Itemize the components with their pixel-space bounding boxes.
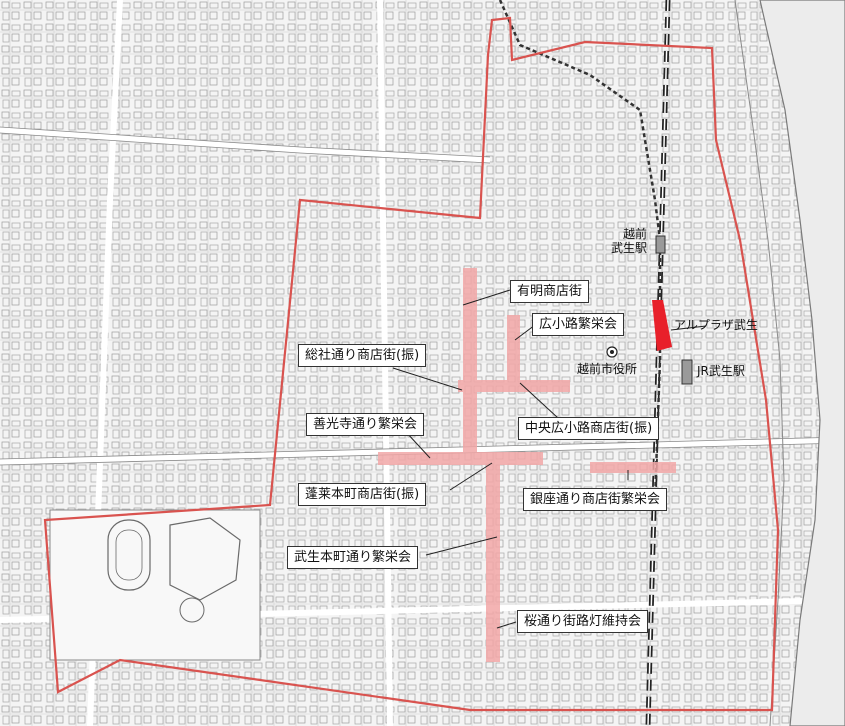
jr-railway-inner <box>647 0 669 726</box>
alplaza-building <box>652 300 672 351</box>
alplaza-name: アルプラザ武生 <box>674 318 758 332</box>
label-ariake-shopping-street: 有明商店街 <box>510 280 590 303</box>
shopping-street-highlights <box>378 268 676 662</box>
label-hirokoji-association: 広小路繁栄会 <box>532 313 625 336</box>
street-sosha <box>458 380 570 392</box>
street-takefu-honmachi <box>486 452 500 662</box>
street-zenkoji-horai <box>378 452 543 465</box>
river <box>759 0 845 726</box>
label-ginza-shopping-street: 銀座通り商店街繁栄会 <box>523 488 668 511</box>
label-zenkoji-association: 善光寺通り繁栄会 <box>306 413 425 436</box>
jr-takefu-station-name: JR武生駅 <box>697 364 745 378</box>
echizen-takefu-station-line1: 越前 <box>623 227 648 241</box>
label-horai-honmachi-shopping-street: 蓬莱本町商店街(振) <box>298 483 427 506</box>
local-railway-line <box>498 0 662 501</box>
leader-lines <box>392 289 707 629</box>
echizen-takefu-station-icon <box>655 235 666 254</box>
district-boundary <box>43 16 780 712</box>
street-hirokoji <box>507 315 520 385</box>
river-bank <box>734 0 785 726</box>
sports-park <box>49 509 261 661</box>
label-sosha-shopping-street: 総社通り商店街(振) <box>298 344 427 367</box>
jr-takefu-station-icon <box>681 359 693 385</box>
echizen-takefu-station-line2: 武生駅 <box>611 241 648 256</box>
label-chuo-hirokoji-shopping-street: 中央広小路商店街(振) <box>518 417 660 440</box>
echizen-takefu-station-name: 越前 武生駅 <box>611 227 647 256</box>
city-hall-icon <box>606 346 618 358</box>
label-takefu-honmachi-association: 武生本町通り繁栄会 <box>287 546 419 569</box>
street-ginza <box>590 462 676 473</box>
street-ariake <box>463 268 477 458</box>
city-hall-name: 越前市役所 <box>577 362 638 376</box>
label-sakura-street-light: 桜通り街路灯維持会 <box>517 610 649 633</box>
